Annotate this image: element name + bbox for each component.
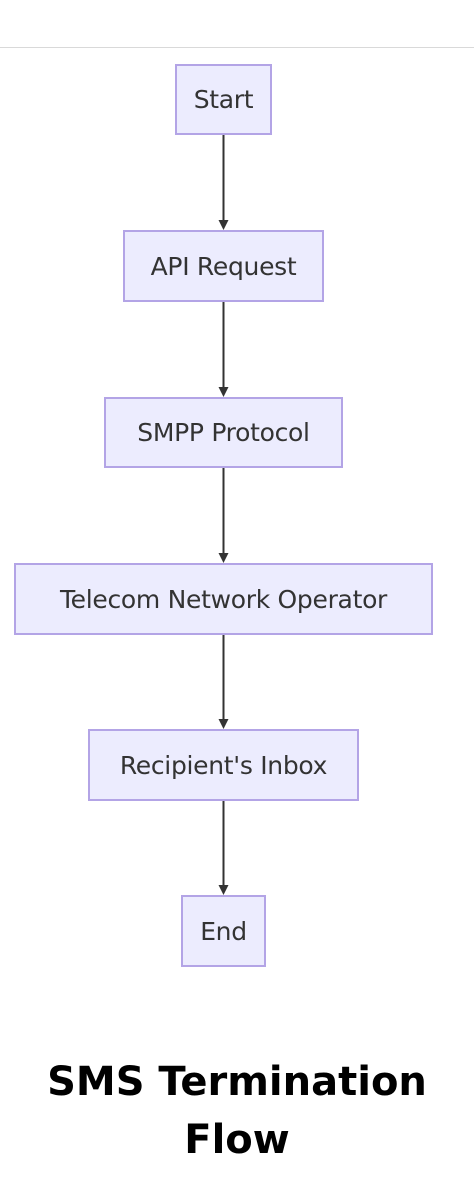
node-smpp-protocol: SMPP Protocol <box>104 397 343 468</box>
diagram-caption: SMS Termination Flow <box>0 1053 474 1169</box>
node-telecom-network-operator: Telecom Network Operator <box>14 563 433 635</box>
node-end: End <box>181 895 266 967</box>
node-api-request: API Request <box>123 230 324 302</box>
node-start: Start <box>175 64 272 135</box>
caption-line-1: SMS Termination <box>47 1059 427 1105</box>
top-divider <box>0 47 474 48</box>
node-recipients-inbox: Recipient's Inbox <box>88 729 359 801</box>
caption-line-2: Flow <box>184 1117 290 1163</box>
